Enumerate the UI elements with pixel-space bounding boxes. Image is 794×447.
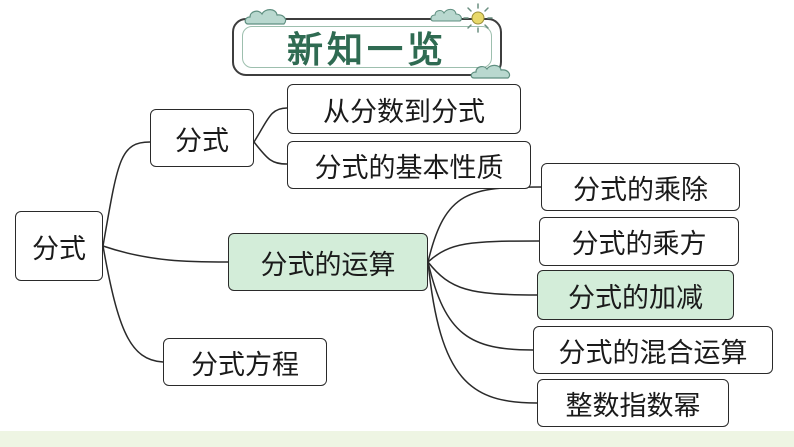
connector-ops-exponent xyxy=(427,261,538,404)
connector-ops-power xyxy=(427,240,540,263)
leaf-fraction-to-node: 从分数到分式 xyxy=(287,84,521,134)
op-multiply-divide-node: 分式的乘除 xyxy=(541,163,740,211)
cloud-icon xyxy=(244,9,287,25)
connector-root-operations xyxy=(102,245,229,263)
branch-operations-node: 分式的运算 xyxy=(228,233,428,291)
page-title: 新知一览 xyxy=(286,29,447,71)
sun-icon xyxy=(463,3,493,33)
op-mixed-node: 分式的混合运算 xyxy=(533,326,773,374)
title-inner-border xyxy=(242,26,492,68)
branch-fraction-node: 分式 xyxy=(150,109,254,167)
root-node: 分式 xyxy=(15,211,103,281)
cloud-icon xyxy=(430,8,462,22)
branch-equation-node: 分式方程 xyxy=(163,338,327,386)
op-integer-exponent-node: 整数指数幂 xyxy=(537,379,729,427)
connector-fraction-to xyxy=(253,107,288,143)
title-banner: 新知一览 xyxy=(232,18,502,76)
connector-ops-mixed xyxy=(427,261,534,351)
cloud-icon xyxy=(470,64,511,79)
op-add-subtract-node: 分式的加减 xyxy=(537,270,734,320)
bottom-strip xyxy=(0,431,794,447)
connector-ops-add xyxy=(427,261,538,296)
connector-root-equation xyxy=(102,245,164,363)
connector-root-fraction xyxy=(102,141,151,247)
connector-fraction-property xyxy=(253,141,288,165)
leaf-basic-property-node: 分式的基本性质 xyxy=(287,141,531,189)
op-power-node: 分式的乘方 xyxy=(539,217,739,266)
